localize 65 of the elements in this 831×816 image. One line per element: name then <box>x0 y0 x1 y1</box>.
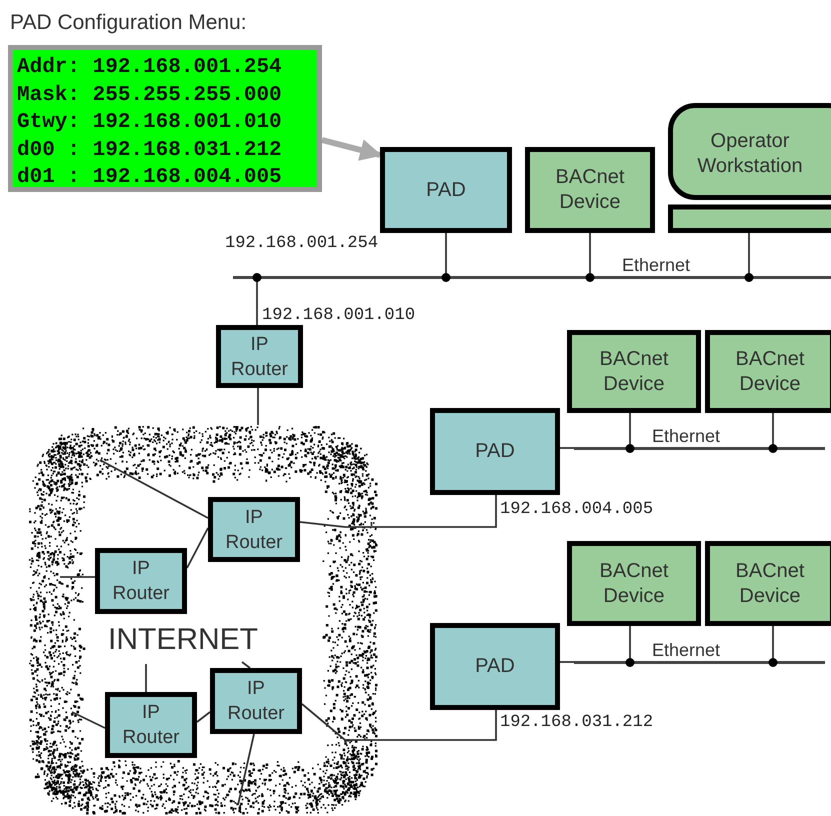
connector-line <box>772 413 774 447</box>
bus-label: Ethernet <box>652 640 720 661</box>
connector-line <box>60 576 95 578</box>
ip-address-label: 192.168.031.212 <box>500 713 654 732</box>
connector-line <box>445 233 447 276</box>
connector-line <box>589 233 591 276</box>
pad-box <box>380 147 512 233</box>
router-box <box>208 497 300 562</box>
device-box <box>567 541 701 626</box>
device-box <box>705 541 831 626</box>
router-box <box>95 548 187 614</box>
config-line: d00 : 192.168.031.212 <box>17 138 283 164</box>
node-label: Operator Workstation <box>696 129 804 179</box>
node-label: IP Router <box>122 701 180 750</box>
node-label: BACnet Device <box>600 558 668 608</box>
connector-line <box>560 661 574 663</box>
device-box <box>525 147 655 233</box>
ip-address-label: 192.168.001.010 <box>262 306 416 325</box>
config-line: Addr: 192.168.001.254 <box>17 55 283 81</box>
bus-label: Ethernet <box>652 426 720 447</box>
arrow <box>321 137 382 161</box>
ip-address-label: 192.168.001.254 <box>225 234 378 253</box>
node-label: PAD <box>475 654 515 679</box>
config-line: Mask: 255.255.255.000 <box>17 82 283 108</box>
node-label: BACnet Device <box>600 346 668 396</box>
pad-box <box>430 408 560 495</box>
config-line: d01 : 192.168.004.005 <box>17 165 283 191</box>
connector-line <box>629 413 631 447</box>
connector-line <box>72 711 106 729</box>
connector-line <box>196 711 211 723</box>
connector-line <box>241 661 251 669</box>
connector-line <box>560 447 574 449</box>
node-label: IP Router <box>225 506 283 554</box>
ip-address-label: 192.168.004.005 <box>500 500 654 519</box>
device-box <box>705 330 831 413</box>
connector-line <box>748 233 750 276</box>
ethernet-bus <box>574 447 825 450</box>
ethernet-bus <box>574 661 825 664</box>
connector-line <box>300 495 497 528</box>
connector-line <box>256 279 258 325</box>
connector-line <box>100 459 208 519</box>
connector-line <box>301 703 497 741</box>
node-label: IP Router <box>227 677 285 726</box>
router-box <box>216 325 303 388</box>
node-label: BACnet Device <box>556 165 624 215</box>
router-box <box>210 668 302 734</box>
menu-title: PAD Configuration Menu: <box>10 11 247 35</box>
connector-line <box>145 664 147 692</box>
node-label: BACnet Device <box>736 558 804 608</box>
node-label: PAD <box>475 439 515 464</box>
config-line: Gtwy: 192.168.001.010 <box>17 110 283 136</box>
connector-line <box>629 626 631 661</box>
pad-box <box>430 623 560 710</box>
node-label: IP Router <box>112 557 170 606</box>
ethernet-bus <box>233 276 831 279</box>
connector-line <box>257 388 259 425</box>
connector-line <box>772 626 774 661</box>
connector-line <box>186 528 209 568</box>
device-box <box>567 330 701 413</box>
router-box <box>105 692 197 758</box>
node-label: PAD <box>426 178 466 202</box>
bus-label: Ethernet <box>622 255 690 276</box>
connector-line <box>237 734 255 806</box>
node-label: IP Router <box>230 332 288 382</box>
node-label: BACnet Device <box>736 346 804 396</box>
